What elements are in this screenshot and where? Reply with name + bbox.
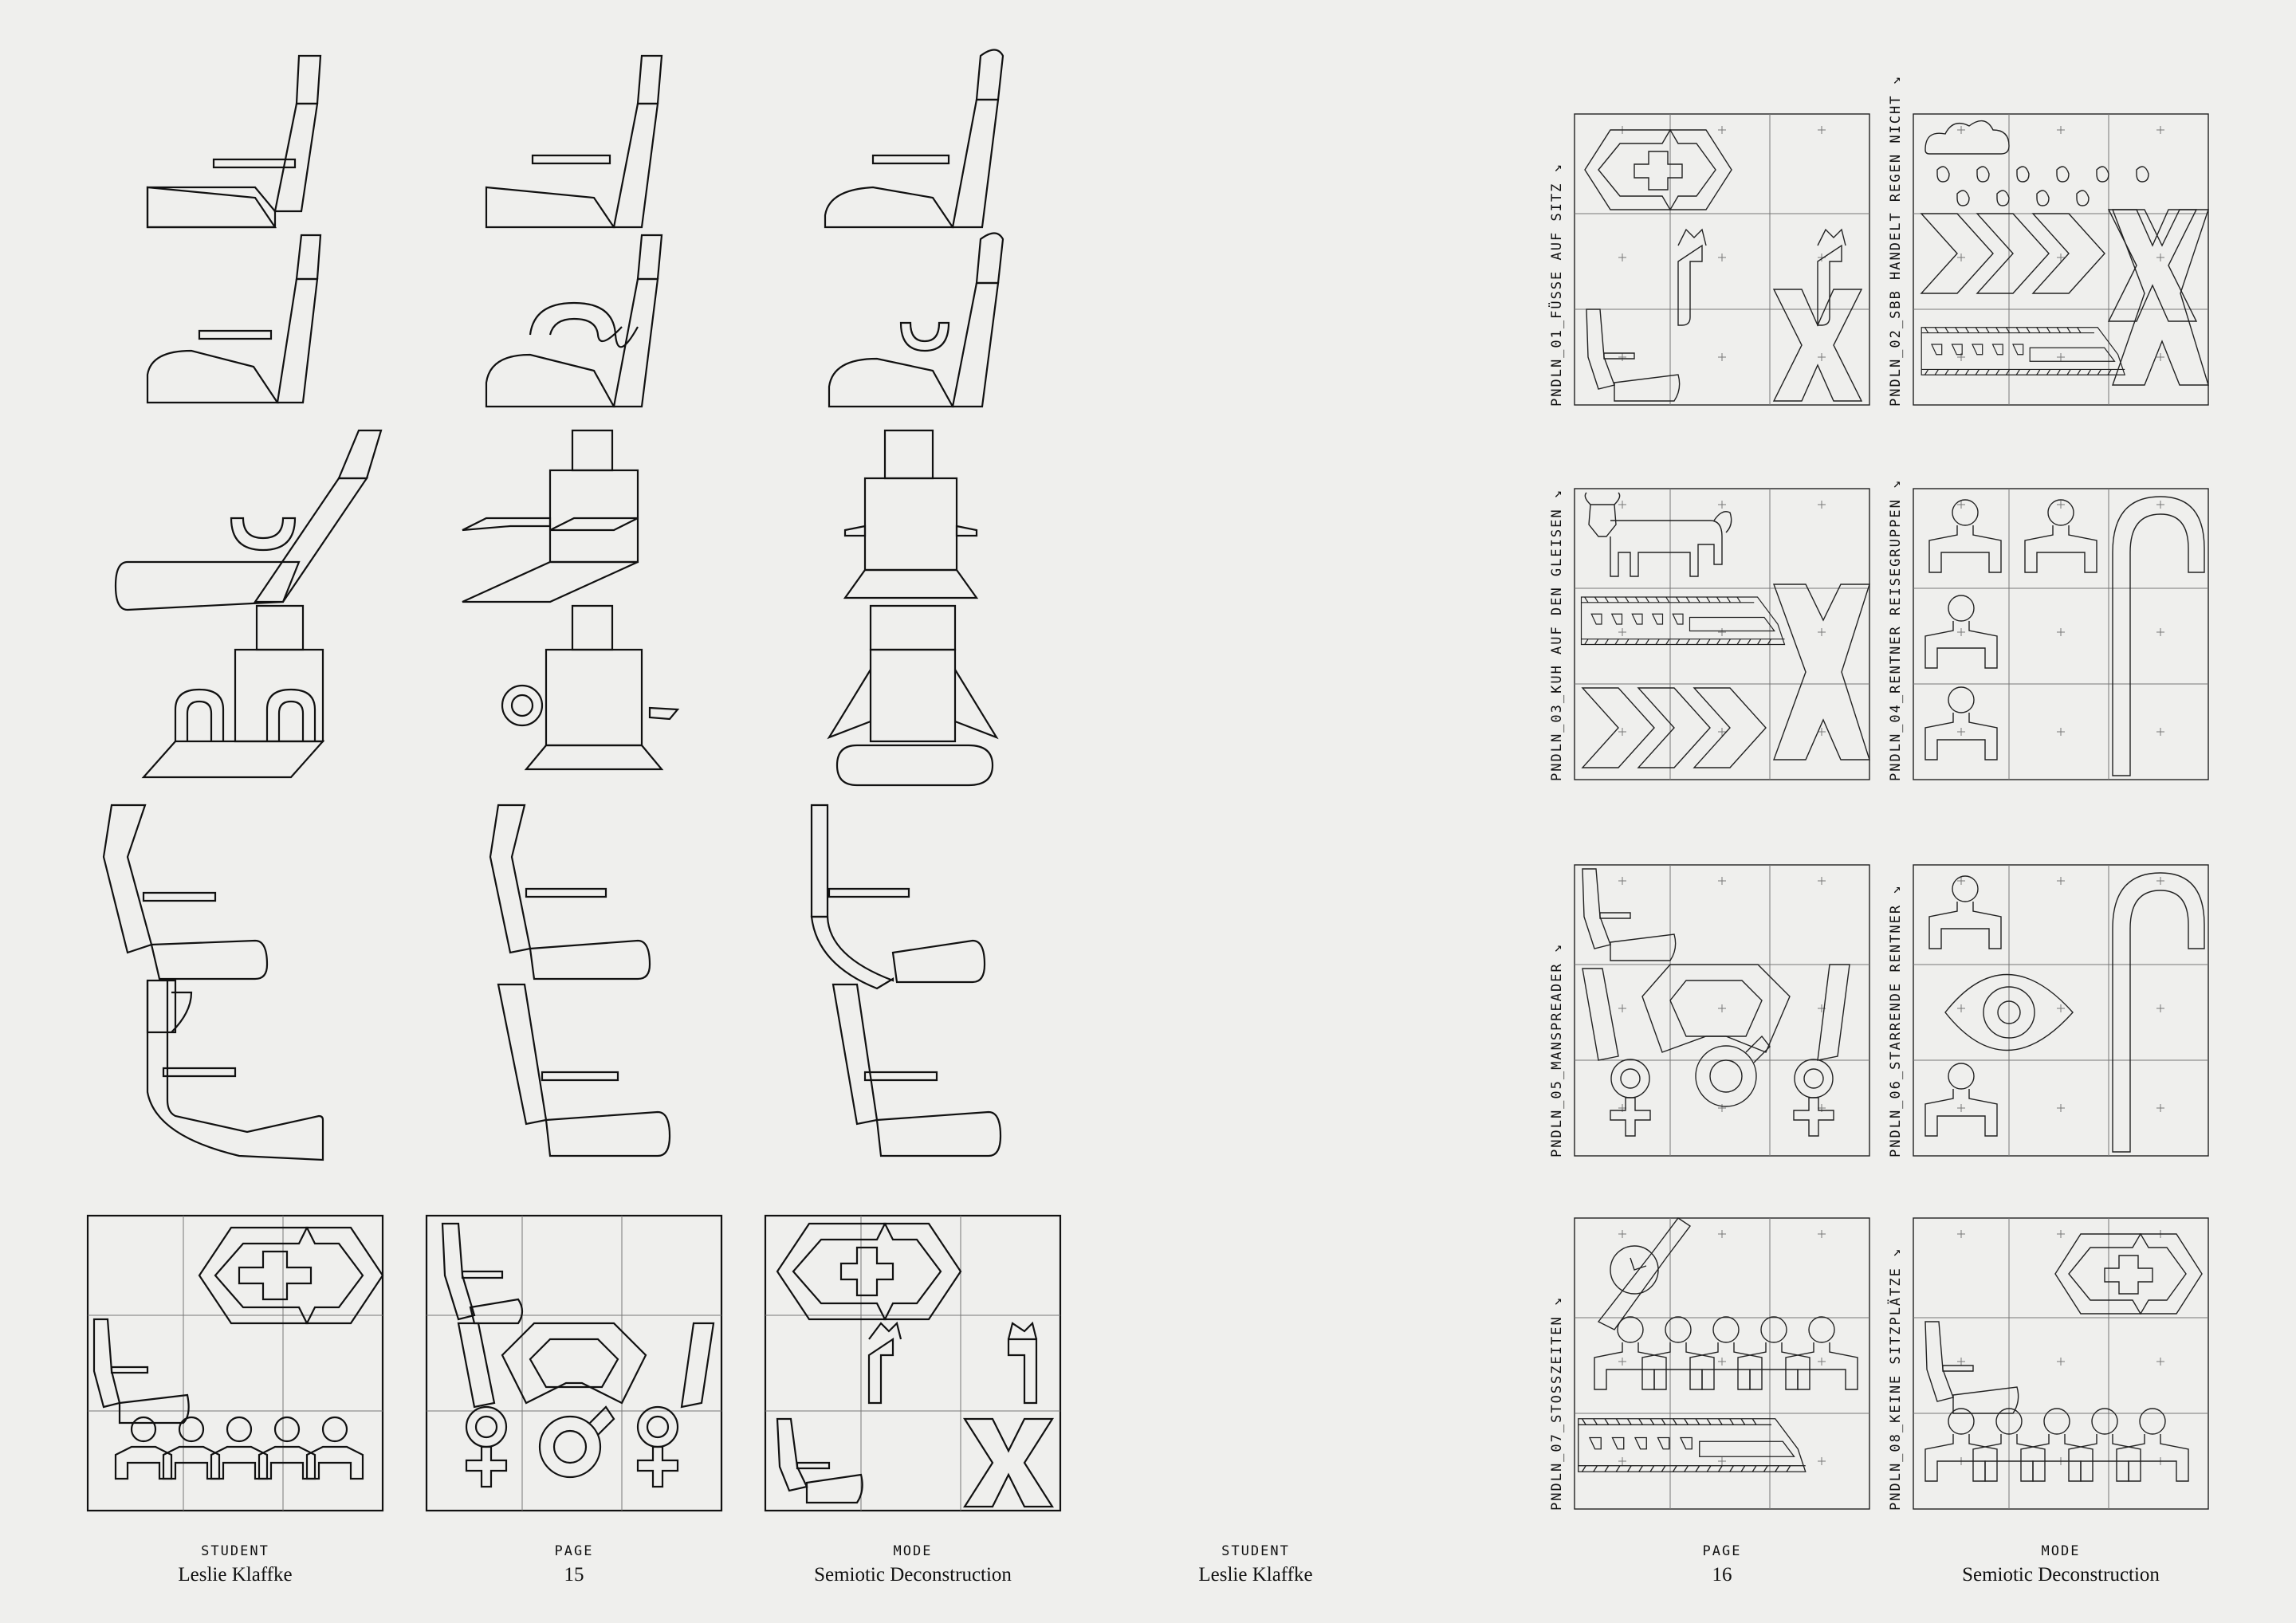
pictogram-grid	[1574, 113, 2209, 1510]
left-page: STUDENT Leslie Klaffke PAGE 15 MODE Semi…	[0, 49, 1148, 1599]
page-label: PAGE	[1702, 1543, 1742, 1559]
student-name: Leslie Klaffke	[178, 1564, 293, 1586]
right-page: PNDLN_01_FÜSSE AUF SITZ ↘ PNDLN_02_SBB H…	[1148, 0, 2296, 1623]
footer-mode: MODE Semiotic Deconstruction	[1901, 1543, 2220, 1586]
pictogram-08-label: PNDLN_08_KEINE SITZPLÄTZE ↘	[1888, 1247, 1904, 1511]
pictogram-03	[1574, 488, 1870, 780]
seat-sketch-7	[102, 804, 324, 1161]
seat-sketch-2	[485, 54, 663, 408]
footer-mode: MODE Semiotic Deconstruction	[753, 1543, 1072, 1586]
pictogram-05	[1574, 864, 1870, 1157]
footer-page: PAGE 16	[1563, 1543, 1881, 1586]
pictogram-01-label: PNDLN_01_FÜSSE AUF SITZ ↘	[1549, 163, 1565, 407]
seat-sketch-5	[462, 429, 680, 771]
female-symbol	[465, 1405, 508, 1488]
seat-sketch-3	[824, 49, 1005, 408]
seat-sketch-1	[146, 54, 322, 404]
seat-sketch-8	[489, 804, 671, 1157]
footer-page: PAGE 15	[415, 1543, 733, 1586]
seat-sketch-grid	[86, 49, 1062, 1512]
student-label: STUDENT	[201, 1543, 269, 1559]
pictogram-05-label: PNDLN_05_MANSPREADER ↘	[1549, 942, 1565, 1157]
pictogram-08	[1913, 1217, 2209, 1510]
seat-sketch-4	[114, 429, 383, 779]
person-row	[114, 1416, 364, 1480]
page-number: 16	[1712, 1564, 1732, 1586]
pictogram-03-label: PNDLN_03_KUH AUF DEN GLEISEN ↘	[1549, 488, 1565, 781]
pictogram-04-label: PNDLN_04_RENTNER REISEGRUPPEN ↘	[1888, 478, 1904, 781]
left-pictogram-1	[86, 1214, 384, 1512]
footer-student: STUDENT Leslie Klaffke	[1096, 1543, 1415, 1586]
male-symbol	[538, 1405, 615, 1479]
pictogram-07-label: PNDLN_07_STOSSZEITEN ↘	[1549, 1295, 1565, 1511]
student-name: Leslie Klaffke	[1198, 1564, 1313, 1586]
female-symbol	[636, 1405, 679, 1488]
right-page-footer: STUDENT Leslie Klaffke PAGE 16 MODE Semi…	[1148, 1543, 2296, 1599]
pictogram-01	[1574, 113, 1870, 406]
pictogram-06	[1913, 864, 2209, 1157]
pictogram-04	[1913, 488, 2209, 780]
mode-value: Semiotic Deconstruction	[814, 1564, 1012, 1586]
footer-student: STUDENT Leslie Klaffke	[76, 1543, 395, 1586]
left-pictogram-3	[764, 1214, 1062, 1512]
seat-sketch-9	[810, 804, 1002, 1157]
mode-label: MODE	[2041, 1543, 2081, 1559]
pictogram-02	[1913, 113, 2209, 406]
mode-value: Semiotic Deconstruction	[1962, 1564, 2160, 1586]
seat-sketch-6	[827, 429, 999, 787]
left-page-footer: STUDENT Leslie Klaffke PAGE 15 MODE Semi…	[0, 1543, 1148, 1599]
pictogram-06-label: PNDLN_06_STARRENDE RENTNER ↘	[1888, 884, 1904, 1157]
page-number: 15	[564, 1564, 584, 1586]
left-pictogram-2	[425, 1214, 723, 1512]
pictogram-07	[1574, 1217, 1870, 1510]
student-label: STUDENT	[1221, 1543, 1290, 1559]
pictogram-02-label: PNDLN_02_SBB HANDELT REGEN NICHT ↘	[1888, 75, 1904, 407]
page-label: PAGE	[554, 1543, 594, 1559]
mode-label: MODE	[893, 1543, 933, 1559]
